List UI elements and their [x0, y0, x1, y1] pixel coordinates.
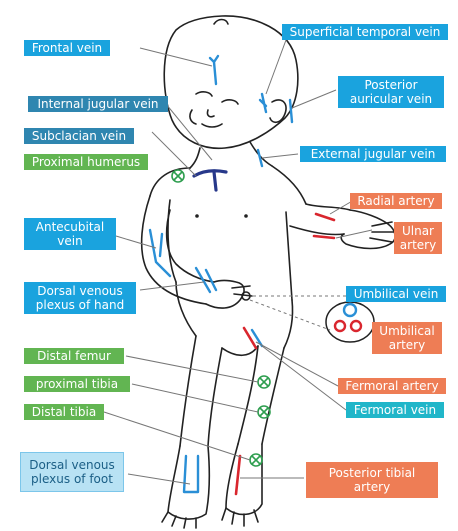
- umbilical-artery-lumen-right: [351, 321, 361, 331]
- superficial-temporal-vein-mark: [260, 94, 266, 112]
- leader-internal-jugular: [166, 104, 212, 160]
- femoral-artery-mark: [244, 328, 256, 348]
- posterior-auricular-vein-mark: [290, 100, 292, 122]
- cheek: [190, 110, 196, 124]
- label-posterior-tibial-artery: Posterior tibial artery: [306, 462, 438, 498]
- head-outline: [164, 16, 298, 148]
- label-distal-tibia: Distal tibia: [24, 404, 104, 420]
- left-arm-outer: [142, 196, 206, 304]
- label-frontal-vein: Frontal vein: [24, 40, 110, 56]
- leader-distal-tibia: [104, 412, 250, 460]
- label-umbilical-vein: Umbilical vein: [346, 286, 446, 302]
- left-leg-outer: [180, 336, 196, 446]
- leader-superficial-temporal: [266, 40, 286, 94]
- right-leg-inner: [238, 346, 258, 444]
- foot-plexus-mark: [184, 456, 198, 492]
- right-arm-upper: [306, 204, 350, 210]
- ulnar-artery-mark: [314, 236, 334, 238]
- label-distal-femur: Distal femur: [24, 348, 124, 364]
- hair-curl: [214, 20, 228, 25]
- hip-left: [176, 282, 196, 336]
- nipple-left: [195, 214, 199, 218]
- label-proximal-humerus: Proximal humerus: [24, 154, 148, 170]
- radial-artery-mark: [316, 214, 334, 220]
- right-toes: [222, 508, 258, 526]
- label-fermoral-vein: Fermoral vein: [346, 402, 444, 418]
- label-antecubital-vein: Antecubital vein: [24, 218, 116, 250]
- umbilical-cord-section: [326, 302, 374, 342]
- left-leg-inner: [208, 348, 222, 446]
- leader-subclavian: [152, 132, 196, 176]
- left-foot: [168, 446, 209, 519]
- label-ulnar-artery: Ulnar artery: [394, 222, 442, 254]
- umbilical-artery-lumen-left: [335, 321, 345, 331]
- leader-femoral-artery: [256, 342, 338, 386]
- label-internal-jugular-vein: Internal jugular vein: [28, 96, 168, 112]
- leader-hand-plexus: [140, 282, 204, 290]
- leader-umbilical-artery: [250, 300, 330, 330]
- label-fermoral-artery: Fermoral artery: [338, 378, 446, 394]
- mouth: [202, 124, 222, 127]
- label-radial-artery: Radial artery: [350, 193, 442, 209]
- label-dorsal-venous-plexus-hand: Dorsal venous plexus of hand: [24, 282, 136, 314]
- right-fingers: [370, 222, 396, 242]
- right-leg-outer: [262, 348, 284, 444]
- leader-foot-plexus: [128, 474, 190, 484]
- neck-left: [190, 148, 200, 168]
- label-dorsal-venous-plexus-foot: Dorsal venous plexus of foot: [20, 452, 124, 492]
- right-eye: [222, 100, 238, 104]
- leader-proximal-tibia: [132, 384, 258, 412]
- right-shoulder: [272, 166, 306, 204]
- label-external-jugular-vein: External jugular vein: [300, 146, 446, 162]
- left-shoulder: [150, 168, 190, 196]
- left-toes: [162, 512, 196, 528]
- torso-right: [286, 212, 292, 300]
- umbilical-vein-lumen: [344, 304, 356, 316]
- label-subclavian-vein: Subclacian vein: [24, 128, 134, 144]
- label-superficial-temporal-vein: Superficial temporal vein: [282, 24, 448, 40]
- frontal-vein-mark: [210, 56, 218, 84]
- leader-external-jugular: [262, 154, 298, 158]
- nipple-right: [244, 214, 248, 218]
- leader-posterior-auricular: [292, 90, 336, 108]
- proximal-humerus-marker: [172, 170, 184, 182]
- label-umbilical-artery: Umbilical artery: [372, 322, 442, 354]
- right-hand: [341, 210, 395, 249]
- leader-frontal: [140, 48, 212, 66]
- label-proximal-tibia: proximal tibia: [24, 376, 130, 392]
- crotch: [222, 346, 258, 355]
- posterior-tibial-artery-mark: [236, 456, 240, 494]
- hip-right: [284, 300, 293, 348]
- distal-tibia-marker: [250, 454, 262, 466]
- nose: [207, 110, 214, 117]
- left-eye: [196, 92, 212, 96]
- subclavian-vein-mark: [194, 171, 226, 190]
- distal-femur-marker: [258, 376, 270, 388]
- right-arm-lower: [290, 226, 344, 235]
- leader-antecubital: [116, 236, 156, 248]
- label-posterior-auricular-vein: Posterior auricular vein: [338, 76, 444, 108]
- leader-femoral-vein: [262, 346, 346, 410]
